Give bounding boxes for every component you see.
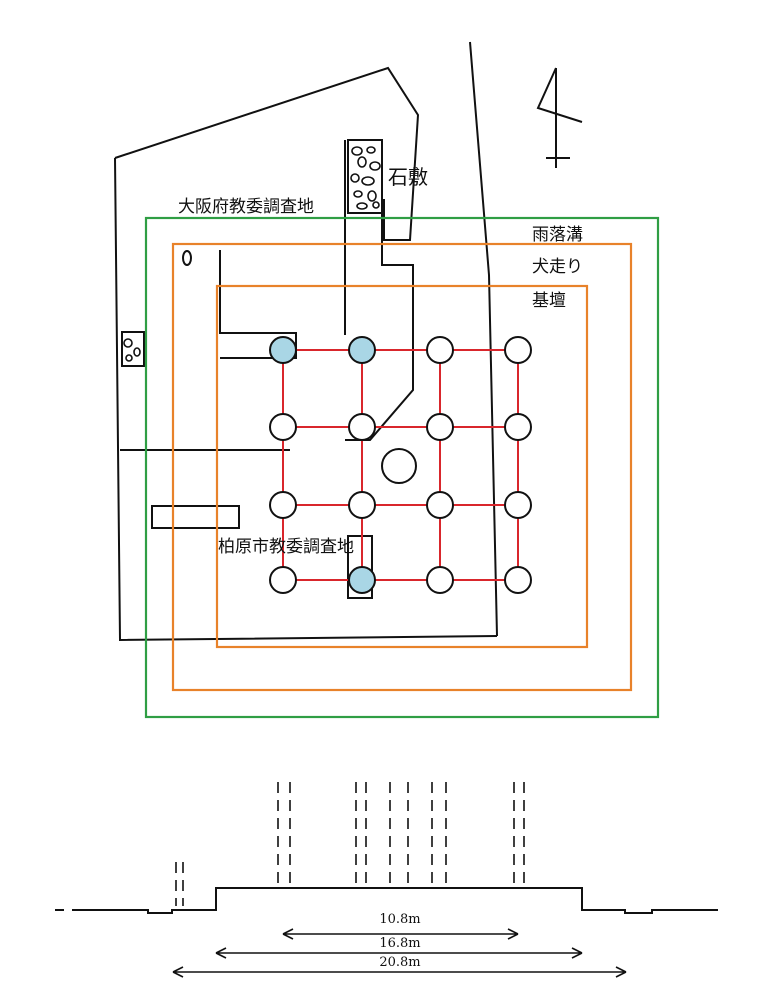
paving-stone bbox=[125, 354, 133, 362]
paving-stone bbox=[123, 338, 133, 348]
paving-stone bbox=[356, 202, 368, 210]
paving-stone bbox=[357, 156, 367, 168]
rain-gutter-label: 雨落溝 bbox=[532, 225, 583, 245]
trench-outline-west bbox=[219, 250, 297, 359]
survey-west-boundary bbox=[114, 157, 498, 642]
inubashiri-label: 犬走り bbox=[532, 257, 583, 277]
pillar-hole bbox=[269, 491, 297, 519]
paving-stones bbox=[123, 146, 381, 362]
pillar-hole bbox=[348, 566, 376, 594]
paving-stone bbox=[361, 176, 375, 186]
pillar-hole bbox=[504, 566, 532, 594]
central-pit bbox=[381, 448, 417, 484]
pillar-hole bbox=[426, 413, 454, 441]
small-trench-west bbox=[151, 505, 240, 529]
pillar-hole bbox=[269, 336, 297, 364]
kashiwara-survey-label: 柏原市教委調査地 bbox=[218, 537, 354, 557]
pillar-hole bbox=[348, 336, 376, 364]
paving-stone bbox=[367, 190, 377, 202]
pillar-holes bbox=[269, 336, 532, 594]
osaka-survey-label: 大阪府教委調査地 bbox=[178, 197, 314, 217]
pillar-projection-lines bbox=[175, 782, 525, 906]
stone-paving-label: 石敷 bbox=[388, 165, 428, 189]
osaka-survey-boundary bbox=[114, 66, 420, 241]
dimension-arrows bbox=[172, 928, 627, 978]
pillar-hole bbox=[504, 336, 532, 364]
survey-area-outlines bbox=[114, 41, 498, 642]
section-profile bbox=[55, 887, 718, 914]
small-pit bbox=[182, 250, 192, 266]
pillar-hole bbox=[426, 566, 454, 594]
pillar-hole bbox=[348, 491, 376, 519]
rain-gutter-outline-green bbox=[144, 216, 660, 719]
pillar-hole bbox=[269, 566, 297, 594]
dimension-arrow-middle bbox=[215, 947, 583, 959]
paving-stone bbox=[372, 201, 380, 209]
stone-paving-west bbox=[121, 331, 145, 367]
pillar-hole bbox=[269, 413, 297, 441]
pillar-hole bbox=[426, 491, 454, 519]
paving-stone bbox=[133, 347, 141, 357]
paving-stone bbox=[353, 190, 363, 198]
inubashiri-outline-orange bbox=[171, 242, 633, 692]
pillar-hole bbox=[426, 336, 454, 364]
pillar-hole bbox=[504, 413, 532, 441]
small-trench-south bbox=[347, 535, 373, 599]
paving-stone bbox=[366, 146, 376, 154]
paving-stone bbox=[369, 161, 381, 171]
stone-paving-patches bbox=[121, 139, 383, 367]
platform-label: 基壇 bbox=[532, 291, 566, 311]
dimension-label-outer: 20.8m bbox=[379, 955, 420, 970]
dimension-label-inner: 10.8m bbox=[379, 912, 420, 927]
north-arrow-icon bbox=[536, 67, 583, 168]
paving-stone bbox=[351, 146, 363, 156]
pillar-hole bbox=[348, 413, 376, 441]
platform-outline-orange bbox=[215, 284, 589, 649]
paving-stone bbox=[350, 173, 360, 183]
survey-east-line bbox=[469, 41, 498, 637]
pillar-hole bbox=[504, 491, 532, 519]
pillar-grid-lines bbox=[282, 349, 519, 581]
dimension-arrow-outer bbox=[172, 966, 627, 978]
dimension-label-middle: 16.8m bbox=[379, 936, 420, 951]
dimension-arrow-inner bbox=[282, 928, 519, 940]
